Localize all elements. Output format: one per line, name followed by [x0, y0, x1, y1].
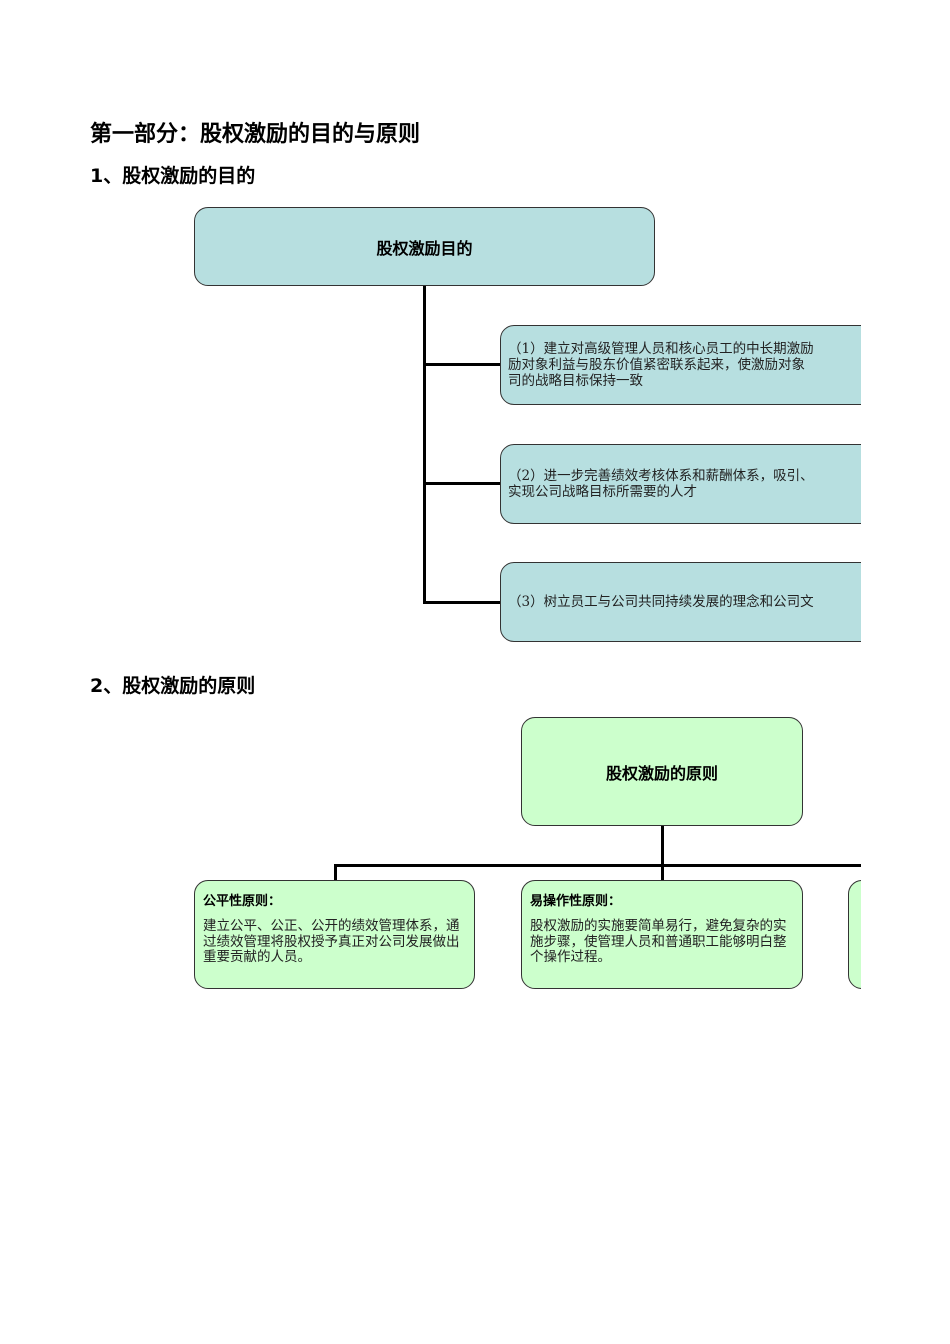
- connector-line: [423, 482, 501, 485]
- purpose-root-label: 股权激励目的: [376, 238, 473, 258]
- connector-line: [423, 601, 501, 604]
- item-text-line: 实现公司战略目标所需要的人才: [508, 484, 697, 500]
- section1-title: 1、股权激励的目的: [90, 165, 256, 187]
- item-text-line: （2）进一步完善绩效考核体系和薪酬体系，吸引、: [508, 468, 814, 484]
- connector-line: [423, 363, 501, 366]
- purpose-item-2: （2）进一步完善绩效考核体系和薪酬体系，吸引、 实现公司战略目标所需要的人才: [500, 444, 861, 524]
- principle-body: 股权激励的实施要简单易行，避免复杂的实施步骤，使管理人员和普通职工能够明白整个操…: [530, 918, 787, 965]
- principle-title: 公平性原则：: [203, 894, 282, 909]
- purpose-root-box: 股权激励目的: [194, 207, 655, 286]
- principle-item-1: 公平性原则： 建立公平、公正、公开的绩效管理体系，通过绩效管理将股权授予真正对公…: [194, 880, 475, 989]
- connector-line: [661, 864, 664, 881]
- item-text-line: 励对象利益与股东价值紧密联系起来，使激励对象: [508, 357, 805, 373]
- principle-body: 建立公平、公正、公开的绩效管理体系，通过绩效管理将股权授予真正对公司发展做出重要…: [203, 918, 460, 965]
- connector-line: [334, 864, 861, 867]
- item-text-line: 司的战略目标保持一致: [508, 373, 643, 389]
- purpose-item-1: （1）建立对高级管理人员和核心员工的中长期激励 励对象利益与股东价值紧密联系起来…: [500, 325, 861, 405]
- connector-line: [423, 285, 426, 604]
- purpose-item-3: （3）树立员工与公司共同持续发展的理念和公司文: [500, 562, 861, 642]
- connector-line: [661, 825, 664, 867]
- principle-root-box: 股权激励的原则: [521, 717, 803, 826]
- principle-item-3: [848, 880, 861, 989]
- principle-title: 易操作性原则：: [530, 894, 622, 909]
- page-heading: 第一部分：股权激励的目的与原则: [90, 122, 421, 147]
- principle-item-2: 易操作性原则： 股权激励的实施要简单易行，避免复杂的实施步骤，使管理人员和普通职…: [521, 880, 803, 989]
- item-text-line: （3）树立员工与公司共同持续发展的理念和公司文: [508, 594, 814, 610]
- principle-root-label: 股权激励的原则: [605, 763, 718, 783]
- section2-title: 2、股权激励的原则: [90, 675, 256, 697]
- diagram-area: 股权激励目的 （1）建立对高级管理人员和核心员工的中长期激励 励对象利益与股东价…: [194, 207, 861, 989]
- item-text-line: （1）建立对高级管理人员和核心员工的中长期激励: [508, 341, 814, 357]
- connector-line: [334, 864, 337, 881]
